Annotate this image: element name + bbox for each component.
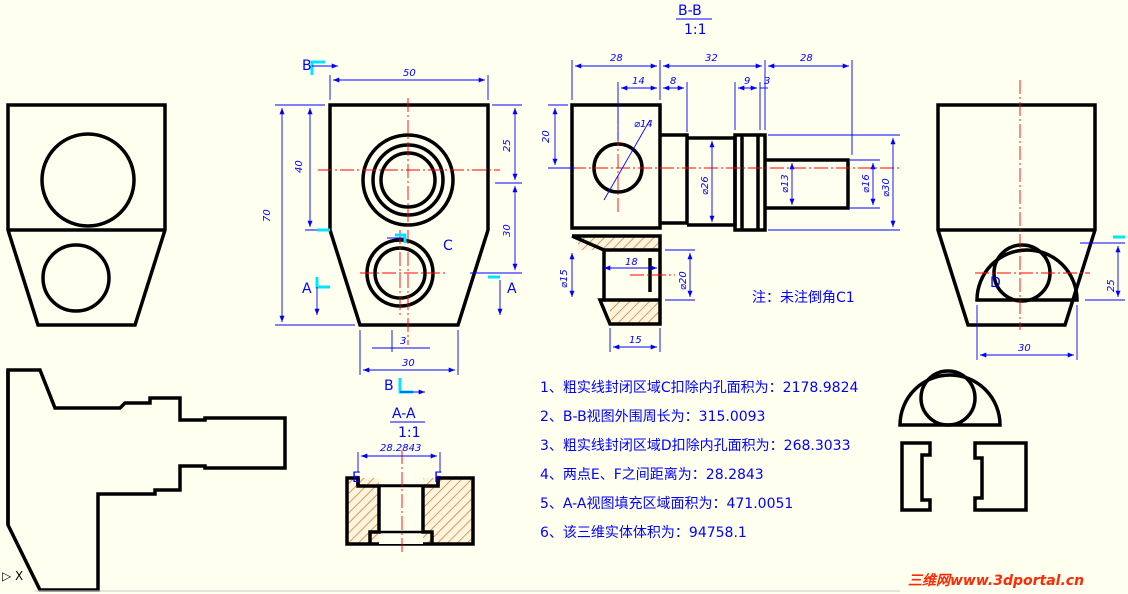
- dim-bb-28a: 28: [610, 53, 623, 64]
- bb-scale: 1:1: [684, 22, 707, 38]
- chamfer-note: 注：未注倒角C1: [752, 290, 855, 306]
- bb-view: B-B 1:1 28 32 28: [541, 3, 900, 352]
- point-f-label: F: [434, 470, 442, 486]
- dim-bb-3: 3: [764, 76, 770, 87]
- aa-title: A-A: [392, 406, 416, 422]
- dim-bb-20: 20: [541, 130, 552, 143]
- aa-view: A-A 1:1 28.2843 E F: [345, 406, 475, 555]
- dim-bb-phi16: ⌀16: [861, 174, 872, 193]
- dim-bb-8: 8: [670, 76, 676, 87]
- cursor-glyph: ▷ X: [2, 569, 23, 583]
- iso-views-bottom-right: [898, 369, 1028, 512]
- dim-bb-phi14: ⌀14: [634, 119, 653, 130]
- dim-bb-9: 9: [744, 76, 750, 87]
- dim-front-25: 25: [502, 139, 513, 152]
- dim-front-upper: 40: [294, 160, 305, 173]
- point-e-label: E: [352, 470, 361, 486]
- question-5: 5、A-A视图填充区域面积为：471.0051: [540, 496, 793, 512]
- section-a-right-label: A: [507, 281, 517, 297]
- dim-bb-14: 14: [632, 76, 645, 87]
- question-3: 3、粗实线封闭区域D扣除内孔面积为：268.3033: [540, 438, 851, 454]
- question-1: 1、粗实线封闭区域C扣除内孔面积为：2178.9824: [540, 380, 858, 396]
- bb-title: B-B: [678, 3, 702, 19]
- aa-scale: 1:1: [398, 425, 421, 441]
- dim-front-bottom: 30: [402, 358, 415, 369]
- iso-view-bottom-left: ▷ X: [2, 368, 287, 592]
- front-view: C 50 70 40 25 30 30 3 B: [262, 58, 522, 395]
- section-b-bottom-label: B: [384, 378, 394, 394]
- section-b-top-label: B: [302, 58, 312, 74]
- dim-bb-15: 15: [629, 335, 642, 346]
- questions-list: 1、粗实线封闭区域C扣除内孔面积为：2178.9824 2、B-B视图外围周长为…: [540, 380, 858, 541]
- dim-front-height: 70: [262, 209, 273, 222]
- watermark: 三维网www.3dportal.cn: [908, 572, 1084, 589]
- question-4: 4、两点E、F之间距离为：28.2843: [540, 466, 764, 483]
- dim-front-width: 50: [403, 68, 416, 79]
- dim-bb-phi13: ⌀13: [780, 174, 791, 193]
- dim-bb-phi15: ⌀15: [559, 269, 570, 288]
- dim-side-30: 30: [1018, 343, 1031, 354]
- dim-front-30: 30: [502, 224, 513, 237]
- dim-bb-18: 18: [625, 257, 638, 268]
- region-c-label: C: [443, 238, 453, 254]
- question-6: 6、该三维实体体积为：94758.1: [540, 525, 747, 541]
- dim-bb-phi20: ⌀20: [678, 271, 689, 290]
- iso-view-top-left: [6, 103, 167, 327]
- section-a-left-label: A: [302, 281, 312, 297]
- dim-bb-28b: 28: [800, 53, 813, 64]
- side-view: D 25 30: [936, 80, 1125, 360]
- dim-front-small: 3: [400, 336, 406, 347]
- dim-aa: 28.2843: [380, 443, 421, 454]
- region-d-label: D: [990, 275, 1001, 291]
- question-2: 2、B-B视图外围周长为：315.0093: [540, 409, 765, 425]
- dim-bb-32: 32: [705, 53, 718, 64]
- dim-bb-phi26: ⌀26: [700, 176, 711, 195]
- dim-side-25: 25: [1106, 279, 1117, 292]
- dim-bb-phi30: ⌀30: [881, 178, 892, 197]
